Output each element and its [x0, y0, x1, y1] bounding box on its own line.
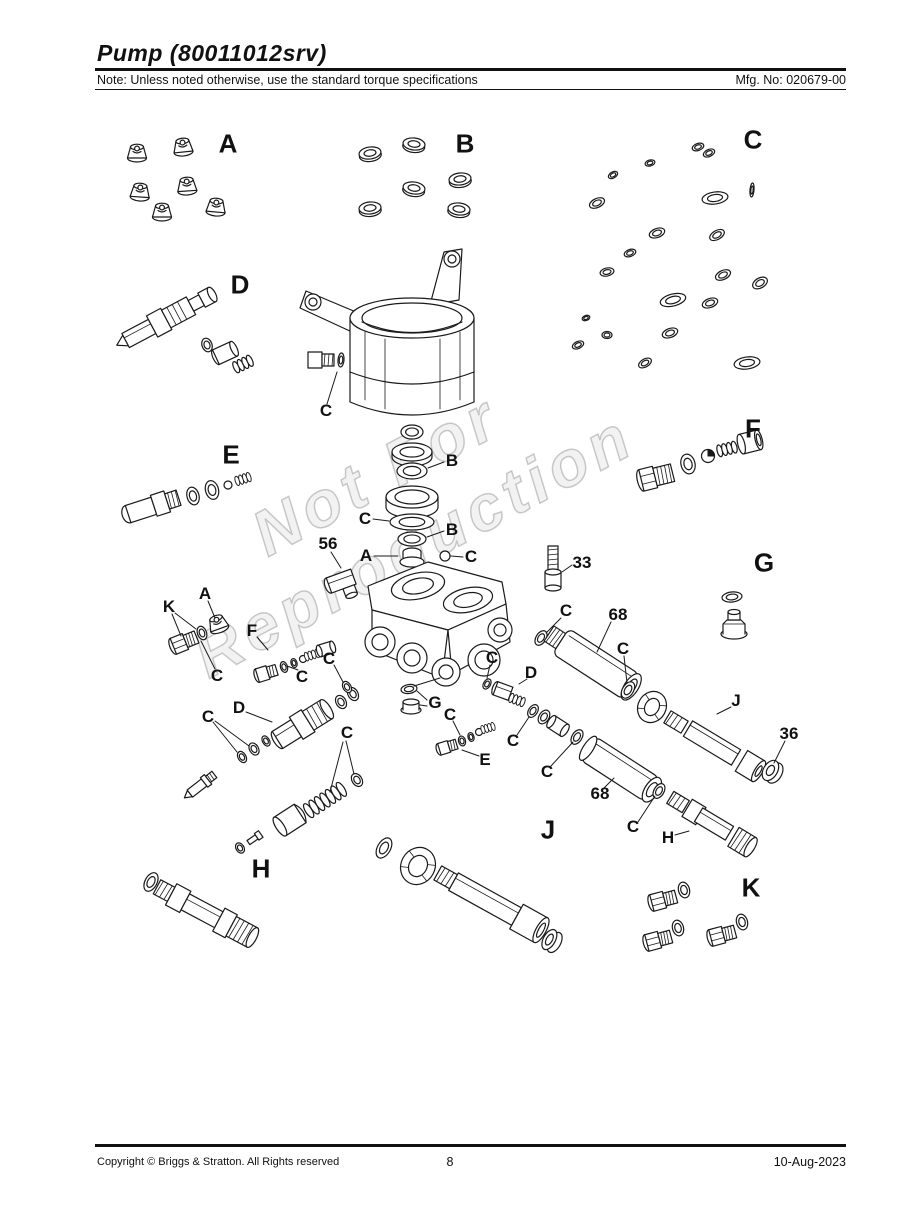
callout-k: K — [162, 597, 176, 616]
copyright-text: Copyright © Briggs & Stratton. All Right… — [97, 1156, 340, 1168]
callout-g: G — [428, 693, 442, 712]
outlet-group-h — [638, 767, 758, 858]
panel-k-letter: K — [741, 872, 761, 903]
footer-rule — [95, 1144, 846, 1147]
panel-g-parts — [721, 591, 747, 640]
callout-c-ball: C — [464, 547, 478, 566]
callout-a-cap: A — [198, 584, 212, 603]
callout-h: H — [661, 828, 675, 847]
oring-and-nut-g — [400, 677, 441, 715]
callout-c-jgroup: C — [616, 639, 630, 658]
callout-68-upper: 68 — [608, 605, 628, 624]
plug-group-left — [166, 611, 231, 657]
callout-36: 36 — [779, 724, 799, 743]
header-rule-thin — [95, 89, 846, 90]
seal-stack — [386, 425, 451, 568]
unloader-group — [183, 668, 392, 866]
panel-e-parts — [121, 471, 253, 524]
callout-c-fgroup: C — [295, 667, 309, 686]
fitting-group-d — [470, 667, 527, 708]
torque-note: Note: Unless noted otherwise, use the st… — [97, 73, 478, 87]
callout-c-housing: C — [319, 401, 333, 420]
fitting-trail-center — [525, 703, 585, 747]
callout-f: F — [246, 621, 258, 640]
panel-h-parts — [141, 870, 260, 949]
callout-c-trail2: C — [506, 731, 520, 750]
panel-c-letter: C — [743, 124, 763, 155]
panel-j-letter: J — [540, 814, 556, 845]
mfg-number: Mfg. No: 020679-00 — [735, 73, 847, 87]
panel-f-parts — [636, 429, 764, 492]
callout-b-seal2: B — [445, 520, 459, 539]
elbow-fitting-56 — [323, 568, 358, 600]
pump-housing — [299, 248, 475, 416]
callout-a-valve: A — [359, 546, 373, 565]
pump-manifold — [364, 562, 513, 687]
panel-d-parts — [116, 286, 256, 375]
panel-g-letter: G — [753, 547, 775, 578]
callout-c-unloader: C — [201, 707, 215, 726]
callout-c-plug-oring: C — [210, 666, 224, 685]
valve-kit-group-e — [435, 721, 497, 756]
header-rule-thick — [95, 68, 846, 71]
callout-e: E — [479, 750, 491, 769]
callout-d-fitting: D — [524, 663, 538, 682]
panel-e-letter: E — [222, 439, 240, 470]
callout-c-trail3: C — [540, 762, 554, 781]
callout-c-dgroup: C — [485, 648, 499, 667]
leader-lines — [171, 371, 786, 836]
callout-c-egroup: C — [443, 705, 457, 724]
panel-frames — [207, 123, 786, 903]
callout-68-lower: 68 — [590, 784, 610, 803]
callout-c-hgroup: C — [626, 817, 640, 836]
callout-c-tube-oring: C — [559, 601, 573, 620]
callout-d-piston: D — [232, 698, 246, 717]
panel-b-letter: B — [455, 128, 475, 159]
panel-f-letter: F — [745, 413, 761, 444]
panel-j-parts — [373, 835, 563, 954]
hose-washer-36 — [761, 759, 784, 784]
page-title: Pump (80011012srv) — [97, 40, 327, 66]
valve-kit-group-f — [253, 640, 337, 683]
callout-j: J — [731, 691, 741, 710]
callout-b-seal1: B — [445, 451, 459, 470]
panel-a-letter: A — [218, 128, 238, 159]
panel-h-letter: H — [251, 853, 271, 884]
callout-c-stack: C — [358, 509, 372, 528]
tube-68-lower — [578, 735, 663, 803]
page-number: 8 — [446, 1155, 454, 1169]
hose-group-j — [600, 670, 784, 784]
bolt-33 — [544, 545, 562, 592]
callout-56: 56 — [318, 534, 338, 553]
callout-c-spring: C — [340, 723, 354, 742]
callout-33: 33 — [572, 553, 592, 572]
footer-date: 10-Aug-2023 — [773, 1155, 846, 1169]
panel-c-parts — [571, 142, 769, 371]
callout-c-trail: C — [322, 649, 336, 668]
panel-d-letter: D — [230, 269, 250, 300]
